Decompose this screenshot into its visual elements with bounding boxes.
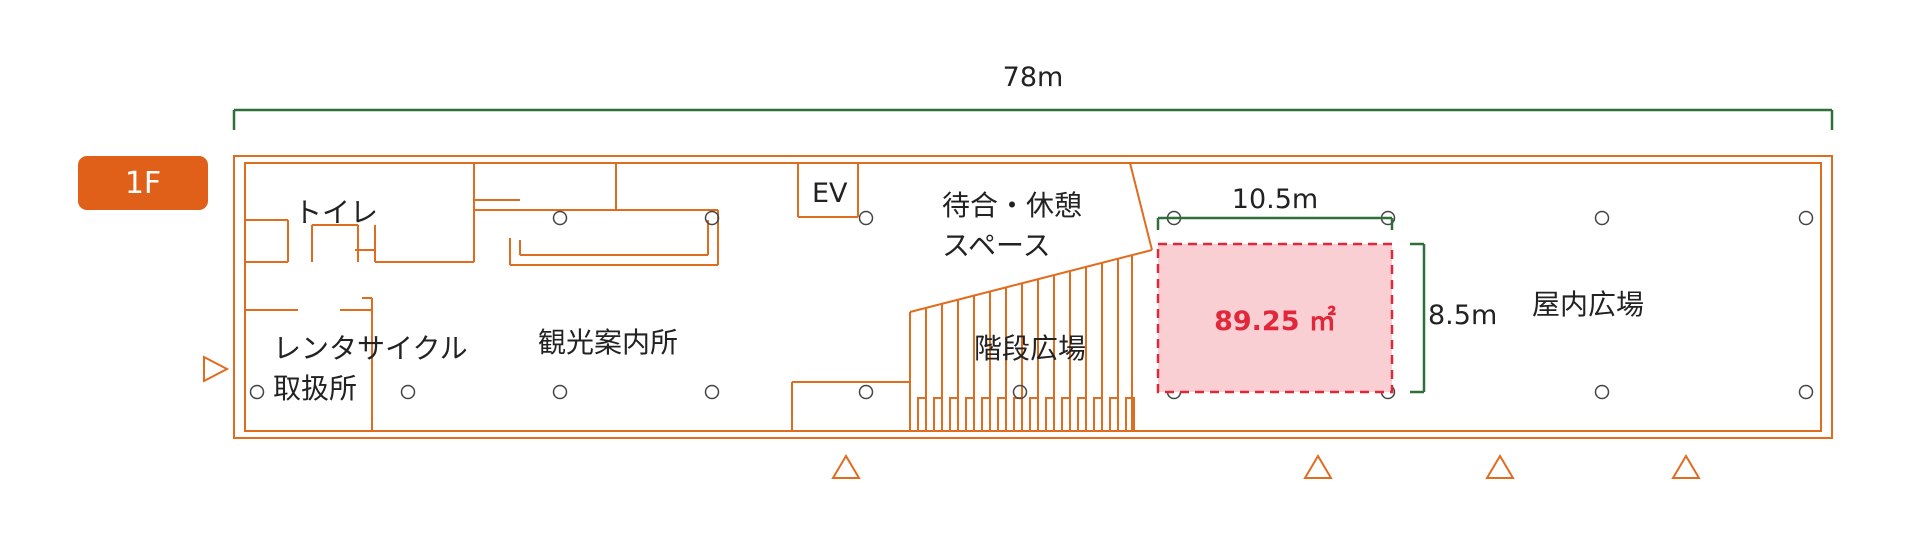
room-label-stair-plaza: 階段広場 [974,332,1086,365]
highlight-area-label: 89.25 ㎡ [1214,305,1336,337]
entrance-arrow-south-3 [1485,454,1515,479]
columns [249,210,1814,400]
highlight-area[interactable]: 89.25 ㎡ [1156,242,1394,394]
stair-step [965,397,975,431]
entrance-arrow-west [203,355,230,383]
stair-step [1077,397,1087,431]
stair-step [1093,397,1103,431]
stair-step [933,397,943,431]
entrance-arrow-south-4 [1671,454,1701,479]
room-label-waiting-line1: 待合・休憩 [942,189,1082,222]
stair-step [1045,397,1055,431]
stair-step [1061,397,1071,431]
stair-step [997,397,1007,431]
stair-step [1013,397,1023,431]
room-label-elevator: EV [812,178,848,209]
room-label-toilet: トイレ [294,196,378,229]
total-dimension: 78m [232,62,1834,130]
stair-step [981,397,991,431]
stair-step [1029,397,1039,431]
room-labels: トイレ EV レンタサイクル 取扱所 観光案内所 待合・休憩 スペース 階段広場… [273,178,1644,405]
highlight-dimensions: 10.5m 8.5m [1156,184,1497,394]
room-label-tourist-info: 観光案内所 [538,326,678,359]
room-label-rental-cycle-line2: 取扱所 [273,372,357,405]
highlight-height-label: 8.5m [1428,300,1497,331]
highlight-width-label: 10.5m [1232,184,1318,215]
entrance-markers [203,355,1701,479]
stair-step [949,397,959,431]
total-width-label: 78m [1003,62,1064,93]
stair-step [1109,397,1119,431]
room-label-waiting-line2: スペース [942,229,1051,262]
entrance-arrow-south-1 [831,454,861,479]
stair-step [917,397,927,431]
room-label-rental-cycle-line1: レンタサイクル [273,332,468,365]
room-label-indoor-plaza: 屋内広場 [1532,288,1644,321]
walls [233,155,1833,439]
entrance-arrow-south-2 [1303,454,1333,479]
floor-badge[interactable]: 1F [78,156,208,210]
stair-treads [917,258,1135,431]
stair-step [1125,397,1135,431]
floor-badge-label: 1F [125,166,161,201]
